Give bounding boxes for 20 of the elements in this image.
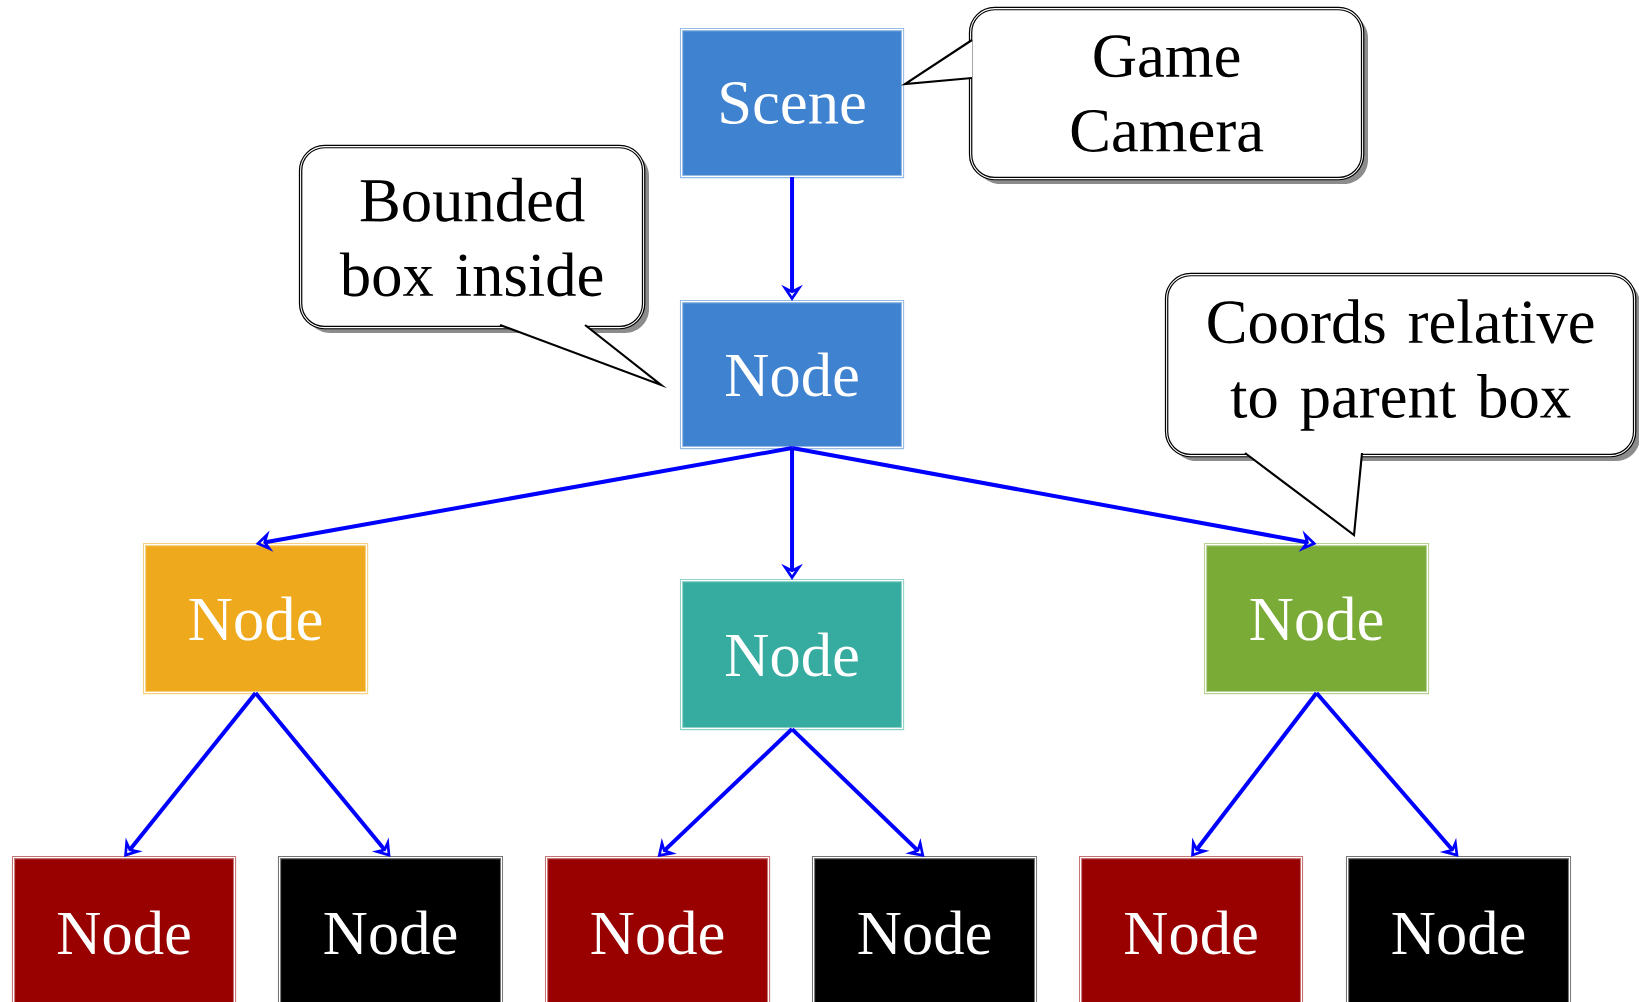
- callout-bubble: Game Camera: [900, 6, 1368, 184]
- callout-bubble: Coords relative to parent box: [1164, 272, 1639, 537]
- process-box: Node: [679, 578, 905, 731]
- arrow: [790, 727, 925, 857]
- process-box: Node: [277, 855, 504, 1002]
- arrow: [657, 727, 794, 857]
- arrow: [254, 691, 391, 857]
- process-box: Node: [679, 299, 905, 450]
- callout-bubble: Bounded box inside: [298, 144, 667, 389]
- arrow: [124, 691, 258, 857]
- process-box: Scene: [679, 27, 905, 179]
- process-box: Node: [811, 855, 1038, 1002]
- arrow: [1191, 691, 1319, 857]
- process-box: Node: [544, 855, 771, 1002]
- process-box: Node: [1078, 855, 1304, 1002]
- process-box: Node: [1345, 855, 1572, 1002]
- arrow: [1315, 691, 1459, 857]
- process-box: Node: [1203, 542, 1430, 695]
- process-box: Node: [11, 855, 237, 1002]
- process-box: Node: [142, 542, 369, 695]
